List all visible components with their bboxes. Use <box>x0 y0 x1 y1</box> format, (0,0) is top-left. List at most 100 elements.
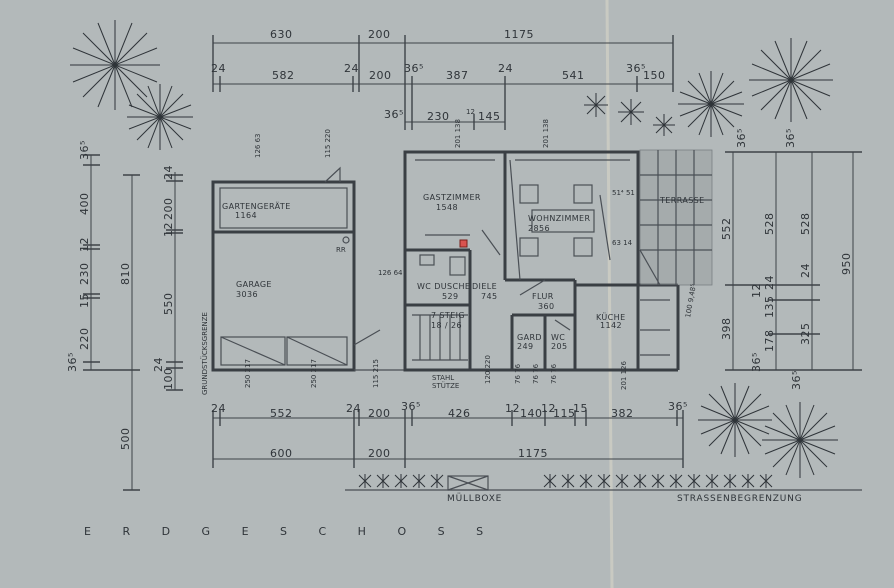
room-name: GARD <box>517 333 542 342</box>
dim-label: 541 <box>562 69 585 82</box>
room-name: WOHNZIMMER <box>528 214 591 223</box>
dim-label: 230 <box>78 263 91 286</box>
room-name: GASTZIMMER <box>423 193 481 202</box>
chimney-marker <box>459 239 468 248</box>
bottom-dimension-row-2: 600 200 1175 <box>270 447 548 460</box>
grundstuecksgrenze-label: GRUNDSTÜCKSGRENZE <box>200 312 209 395</box>
top-dimension-row-1: 630 200 1175 <box>270 28 534 41</box>
dim-label: 12 <box>78 237 91 252</box>
dim-label: 200 <box>368 447 391 460</box>
dim-label: 24 <box>498 62 513 75</box>
dim-label: 12 <box>466 108 475 116</box>
dim-label: 24 <box>152 357 165 372</box>
dim-label: 382 <box>611 407 634 420</box>
room-name: GARTENGERÄTE <box>222 201 291 211</box>
dim-label: 200 <box>162 198 175 221</box>
top-dimension-row-3: 36⁵ 230 12 145 <box>384 108 501 123</box>
dim-label: 145 <box>478 110 501 123</box>
dim-label: 36⁵ <box>384 108 404 121</box>
dim-label: 150 <box>643 69 666 82</box>
stahlstuetze-label: STÜTZE <box>432 381 459 390</box>
shrub-symbol-2 <box>618 99 644 125</box>
room-name: WC <box>551 333 565 342</box>
dim-label: 115 <box>553 407 576 420</box>
opening-annotations: 126 63 115 220 201 138 201 138 126 64 51… <box>244 119 698 390</box>
tree-symbol-5 <box>698 383 772 457</box>
room-name: KÜCHE <box>596 312 626 322</box>
dim-label: 950 <box>840 253 853 276</box>
room-area: 529 <box>442 292 458 301</box>
opening-label: 115 220 <box>324 129 332 158</box>
dim-label: 140 <box>520 407 543 420</box>
tree-symbol-6 <box>762 402 838 478</box>
dim-label: 12 <box>162 222 175 237</box>
dim-label: 550 <box>162 293 175 316</box>
rr-label: RR <box>336 246 346 254</box>
dim-label: 24 <box>763 275 776 290</box>
strassenbegrenzung-label: STRASSENBEGRENZUNG <box>677 494 802 504</box>
dim-label: 36⁵ <box>750 352 763 372</box>
left-dimension-lines <box>83 154 183 491</box>
opening-label: 76 76 <box>532 363 540 384</box>
opening-label: 126 63 <box>254 134 262 159</box>
room-area: 3036 <box>236 290 258 299</box>
room-area: 2856 <box>528 224 550 233</box>
opening-label: 126 64 <box>378 269 403 277</box>
top-dimension-lines <box>212 35 674 130</box>
dim-label: 426 <box>448 407 471 420</box>
dim-label: 24 <box>346 402 361 415</box>
opening-label: 63 14 <box>612 239 633 247</box>
dim-label: 100 <box>162 368 175 391</box>
garage-building <box>211 166 405 372</box>
room-area: 745 <box>481 292 497 301</box>
dim-label: 178 <box>763 330 776 353</box>
tree-symbol-3 <box>678 71 744 137</box>
dim-label: 200 <box>369 69 392 82</box>
top-dimension-row-2: 24 582 24 200 36⁵ 387 24 541 36⁵ 150 <box>211 62 666 82</box>
opening-label: 76 76 <box>550 363 558 384</box>
room-name: FLUR <box>532 292 554 301</box>
right-dimension-lines <box>725 151 862 371</box>
muellboxe-label: MÜLLBOXE <box>447 493 502 504</box>
room-area: 1164 <box>235 211 257 220</box>
dim-label: 582 <box>272 69 295 82</box>
dim-label: 24 <box>162 165 175 180</box>
dim-label: 36⁵ <box>404 62 424 75</box>
dim-label: 135 <box>763 296 776 319</box>
right-dimension-labels: 36⁵ 36⁵ 552 528 528 950 24 24 12 135 398… <box>720 128 853 390</box>
dim-label: 200 <box>368 28 391 41</box>
dim-label: 12 <box>750 283 763 298</box>
room-area: 360 <box>538 302 554 311</box>
dim-label: 24 <box>211 62 226 75</box>
dim-label: 1175 <box>518 447 548 460</box>
dim-label: 230 <box>427 110 450 123</box>
tree-symbol-2 <box>127 84 193 150</box>
dim-label: 36⁵ <box>790 370 803 390</box>
shrub-symbol-3 <box>653 114 675 136</box>
dim-label: 24 <box>211 402 226 415</box>
dim-label: 398 <box>720 318 733 341</box>
room-area: 205 <box>551 342 567 351</box>
dim-label: 528 <box>799 213 812 236</box>
opening-label: 120 220 <box>484 355 492 384</box>
opening-label: 201 138 <box>454 119 462 148</box>
dim-label: 12 <box>541 402 556 415</box>
dim-label: 325 <box>799 323 812 346</box>
terrace-paving <box>639 149 713 286</box>
opening-label: 115 215 <box>372 359 380 388</box>
dim-label: 36⁵ <box>784 128 797 148</box>
street-boundary <box>345 474 862 491</box>
stahlstuetze-label: STAHL <box>432 374 454 382</box>
dim-label: 528 <box>763 213 776 236</box>
dim-label: 552 <box>720 218 733 241</box>
dim-label: 12 <box>505 402 520 415</box>
page-title: E R D G E S C H O S S <box>84 525 497 538</box>
dim-label: 36⁵ <box>66 352 79 372</box>
dim-label: 810 <box>119 263 132 286</box>
dim-label: 200 <box>368 407 391 420</box>
room-name: 7 STEIG <box>431 311 465 320</box>
dim-label: 36⁵ <box>626 62 646 75</box>
bottom-dimension-lines <box>212 410 684 468</box>
dim-label: 630 <box>270 28 293 41</box>
